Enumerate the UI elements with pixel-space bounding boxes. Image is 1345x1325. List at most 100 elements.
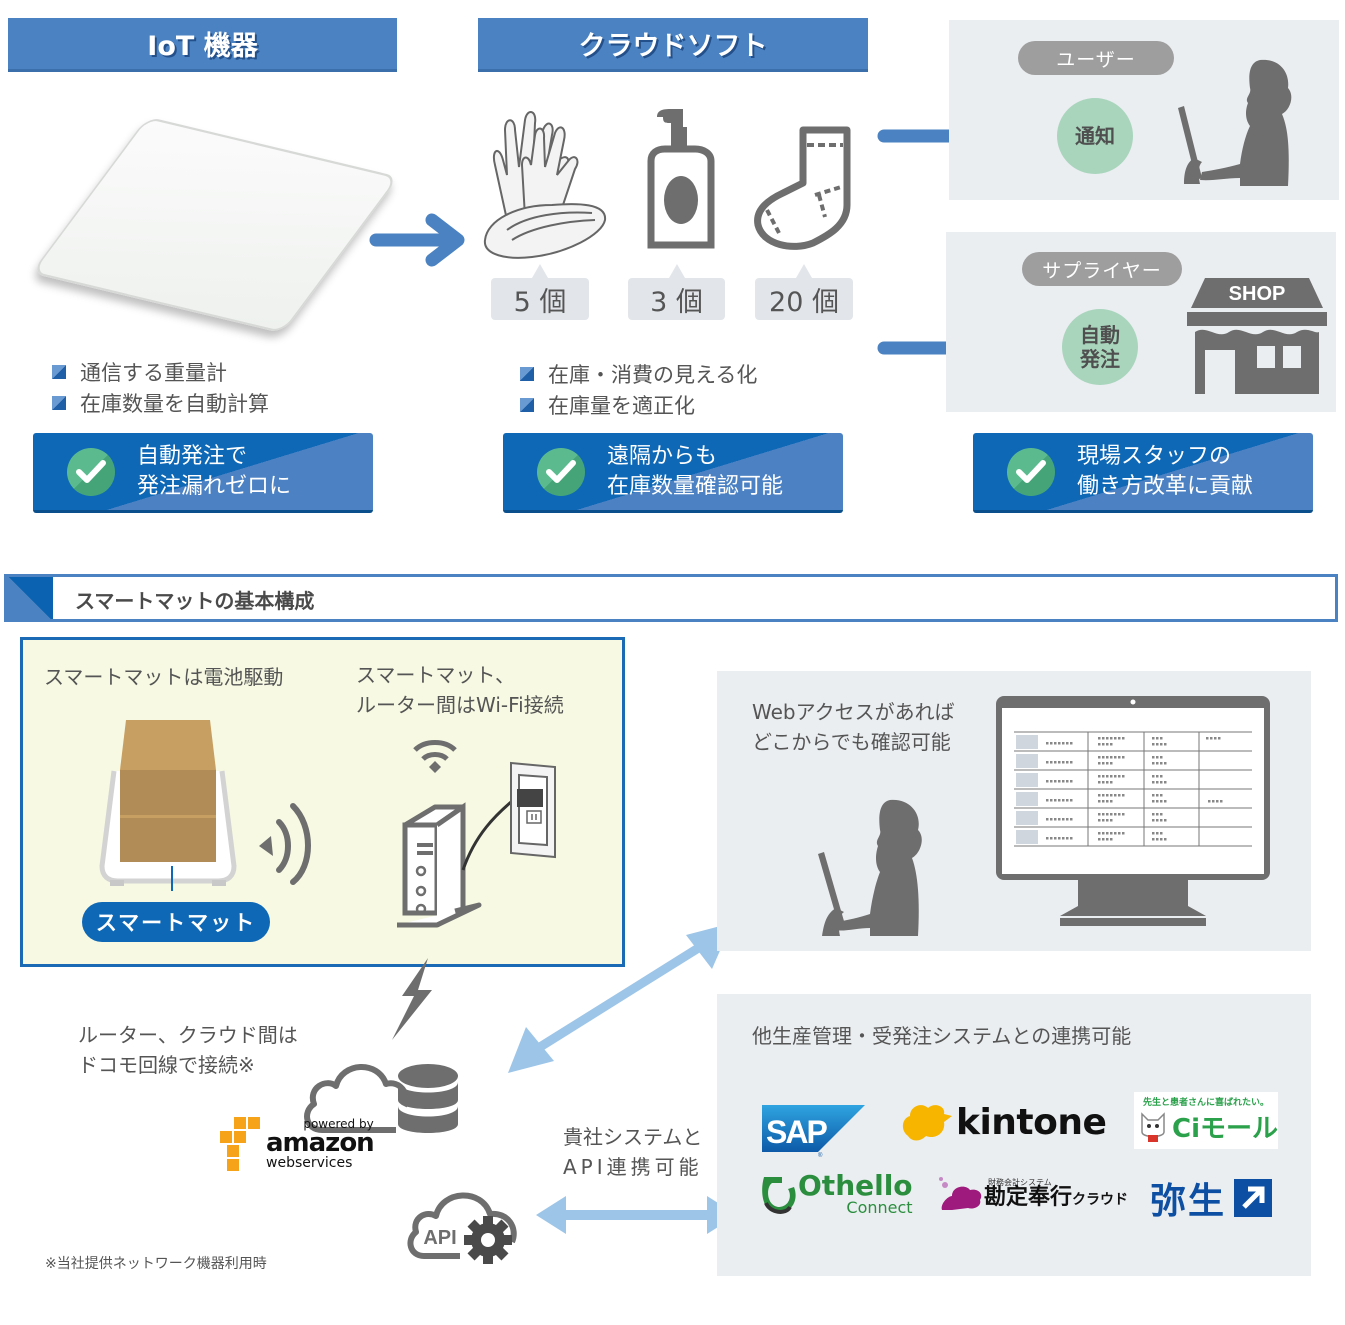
list-item: 在庫・消費の見える化 [520,358,757,389]
integration-title: 他生産管理・受発注システムとの連携可能 [752,1024,1132,1048]
aws-logo: powered by amazon webservices [218,1117,375,1171]
othello-sub-text: Connect [846,1198,913,1217]
auto-order-circle: 自動発注 [1062,309,1138,385]
placeholder-dot [1058,761,1061,764]
placeholder-dot [1156,762,1159,765]
placeholder-dot [1160,756,1163,759]
placeholder-dot [1160,838,1163,841]
placeholder-dot [1164,781,1167,784]
user-label: ユーザー [1056,48,1136,71]
placeholder-dot [1098,762,1101,765]
kanjo-tagline: 財務会計システム [988,1178,1052,1187]
table-thumbnail [1016,754,1038,768]
placeholder-dot [1050,780,1053,783]
placeholder-dot [1102,819,1105,822]
router-icon [397,740,556,928]
placeholder-dot [1054,761,1057,764]
placeholder-dot [1110,781,1113,784]
table-thumbnail [1016,792,1038,806]
yayoi-logo: 弥生 [1150,1172,1273,1224]
table-thumbnail [1016,735,1038,749]
placeholder-dot [1046,837,1049,840]
benefit-text: 現場スタッフの働き方改革に貢献 [1077,443,1254,499]
placeholder-dot [1122,737,1125,740]
lightning-bolt-icon [392,958,432,1040]
placeholder-dot [1114,775,1117,778]
placeholder-dot [1114,794,1117,797]
placeholder-dot [1106,800,1109,803]
placeholder-dot [1122,775,1125,778]
placeholder-dot [1098,775,1101,778]
battery-text: スマートマットは電池駆動 [44,665,284,689]
placeholder-dot [1102,813,1105,816]
placeholder-dot [1098,756,1101,759]
supplier-pill: サプライヤー [1022,252,1182,286]
placeholder-dot [1114,832,1117,835]
benefit-banner: 遠隔からも在庫数量確認可能 [503,433,843,513]
placeholder-dot [1110,794,1113,797]
iot-device-header: IoT 機器 [8,18,397,72]
benefit-text: 遠隔からも在庫数量確認可能 [607,443,784,499]
placeholder-dot [1110,743,1113,746]
cimall-tagline: 先生と患者さんに喜ばれたい。 [1142,1098,1269,1108]
count-value: 20 個 [769,286,839,318]
placeholder-dot [1106,832,1109,835]
placeholder-dot [1054,837,1057,840]
placeholder-dot [1114,737,1117,740]
placeholder-dot [1066,761,1069,764]
placeholder-dot [1122,794,1125,797]
placeholder-dot [1070,761,1073,764]
arrow-right-icon [369,213,465,267]
placeholder-dot [1054,818,1057,821]
placeholder-dot [1110,762,1113,765]
placeholder-dot [1106,775,1109,778]
placeholder-dot [1208,800,1211,803]
placeholder-dot [1062,742,1065,745]
smart-mat-product-image [30,116,400,334]
placeholder-dot [1046,742,1049,745]
placeholder-dot [1152,737,1155,740]
placeholder-dot [1152,781,1155,784]
api-cloud-icon: API [407,1192,517,1264]
benefit-banner: 現場スタッフの働き方改革に貢献 [973,433,1313,513]
placeholder-dot [1050,837,1053,840]
cimall-mascot-icon [1141,1111,1165,1142]
item-count-badge: 5 個 [491,264,589,320]
sap-logo: SAP ® [762,1105,865,1159]
gloves-mask-icon [483,111,607,259]
yayoi-text: 弥生 [1150,1181,1227,1222]
shop-sign-text: SHOP [1229,283,1286,305]
placeholder-dot [1156,781,1159,784]
count-value: 5 個 [513,286,567,318]
placeholder-dot [1118,737,1121,740]
cloud-feature-list: 在庫・消費の見える化 在庫量を適正化 [520,358,757,420]
placeholder-dot [1118,775,1121,778]
othello-connect-logo: Othello Connect [760,1172,913,1216]
bidirectional-arrow-icon [508,923,732,1073]
docomo-text: ルーター、クラウド間はドコモ回線で接続※ [78,1023,298,1077]
placeholder-dot [1062,818,1065,821]
placeholder-dot [1106,813,1109,816]
placeholder-dot [1152,775,1155,778]
cloud-header-text: クラウドソフト [578,31,768,62]
placeholder-dot [1062,799,1065,802]
bidirectional-arrow-icon [536,1196,737,1234]
placeholder-dot [1118,794,1121,797]
cimall-text: Ciモール [1172,1114,1278,1144]
kintone-cloud-icon [902,1105,952,1141]
othello-text: Othello [798,1169,913,1202]
placeholder-dot [1058,780,1061,783]
checkmark-icon [67,447,115,496]
placeholder-dot [1160,737,1163,740]
placeholder-dot [1050,761,1053,764]
section-title-bar: スマートマットの基本構成 [4,574,1338,622]
bullet-square-icon [52,364,66,379]
placeholder-dot [1156,800,1159,803]
placeholder-dot [1066,799,1069,802]
placeholder-dot [1106,737,1109,740]
kanjo-text: 勘定奉行 [984,1185,1073,1210]
placeholder-dot [1058,742,1061,745]
placeholder-dot [1102,775,1105,778]
placeholder-dot [1118,832,1121,835]
placeholder-dot [1164,800,1167,803]
